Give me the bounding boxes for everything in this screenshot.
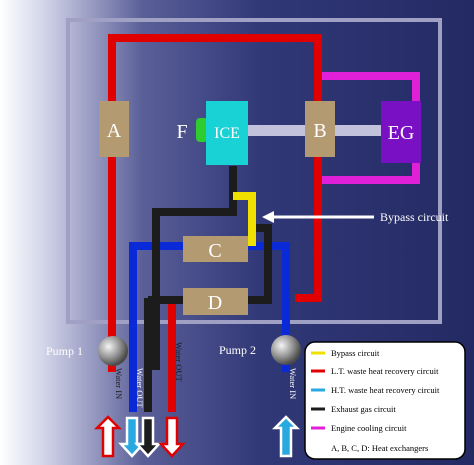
legend-label-ht: H.T. waste heat recovery circuit	[331, 385, 440, 395]
arrow-down-black-icon	[134, 416, 162, 458]
legend-label-bypass: Bypass circuit	[331, 348, 380, 358]
eg-label: EG	[388, 122, 415, 144]
bypass-callout-arrowhead	[262, 211, 274, 223]
pump-2-icon	[271, 335, 301, 365]
legend-label-heat-exchangers: A, B, C, D: Heat exchangers	[331, 443, 428, 453]
heat-exchanger-c	[183, 236, 248, 262]
heat-exchanger-d-label: D	[208, 292, 222, 314]
pump-2-label: Pump 2	[219, 343, 256, 357]
legend-label-lt: L.T. waste heat recovery circuit	[331, 366, 439, 376]
port-water-in-right: Water IN	[288, 368, 298, 399]
lt-circuit	[108, 34, 322, 412]
heat-exchanger-c-label: C	[208, 240, 221, 262]
ice-block	[206, 101, 248, 165]
heat-exchanger-b	[305, 101, 335, 157]
arrow-up-blue-icon	[271, 415, 301, 458]
heat-exchanger-a	[99, 101, 129, 157]
pump-1-icon	[98, 336, 128, 366]
legend-box	[304, 341, 466, 460]
f-block	[196, 118, 208, 142]
arrow-down-blue-icon	[118, 416, 146, 458]
system-boundary-frame	[66, 18, 442, 324]
exhaust-circuit	[144, 166, 272, 412]
port-water-out-right: Water OUT	[174, 342, 184, 382]
bypass-callout-label: Bypass circuit	[380, 210, 449, 224]
f-label: F	[176, 121, 187, 143]
eg-block	[381, 101, 421, 163]
port-water-out: Water OUT	[135, 368, 145, 408]
ht-circuit	[129, 242, 290, 412]
port-water-in-left: Water IN	[114, 368, 124, 399]
arrow-down-red-icon	[158, 416, 186, 458]
heat-exchanger-d	[183, 288, 248, 315]
legend: Bypass circuit L.T. waste heat recovery …	[304, 341, 466, 460]
legend-label-exhaust: Exhaust gas circuit	[331, 404, 396, 414]
arrow-up-red-icon	[93, 415, 123, 458]
ice-label: ICE	[214, 125, 240, 142]
heat-exchanger-b-label: B	[313, 120, 326, 142]
pump-1-label: Pump 1	[46, 344, 83, 358]
heat-exchanger-a-label: A	[107, 120, 122, 142]
legend-label-cooling: Engine cooling circuit	[331, 423, 407, 433]
bypass-circuit	[233, 192, 256, 246]
